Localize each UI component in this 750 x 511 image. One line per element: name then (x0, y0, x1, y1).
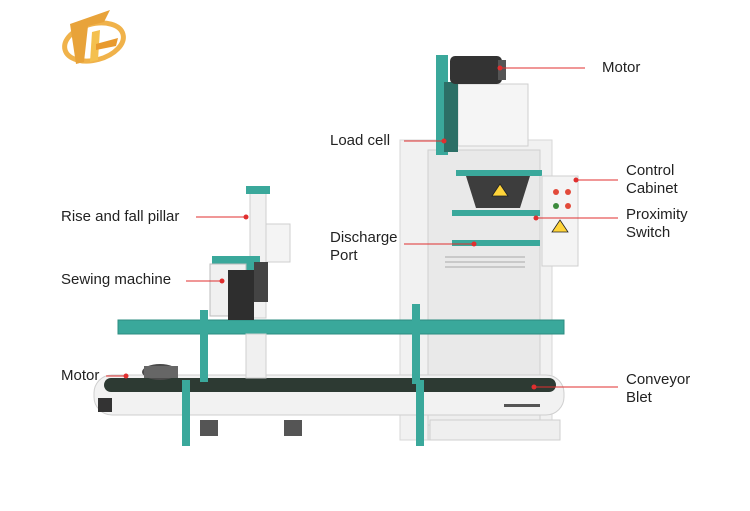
callout-leaders (106, 65, 618, 390)
label-motor-top: Motor (602, 59, 641, 76)
sewing-unit (209, 186, 291, 320)
brand-logo-icon (62, 10, 126, 64)
label-load-cell: Load cell (330, 132, 391, 149)
label-discharge-port-line1: Discharge (330, 229, 398, 246)
label-proximity-switch-line1: Proximity (626, 206, 688, 223)
label-conveyor-belt-line2: Blet (626, 389, 652, 406)
label-sewing-machine: Sewing machine (61, 271, 172, 288)
label-rise-fall-pillar: Rise and fall pillar (61, 208, 180, 225)
label-discharge-port-line2: Port (330, 247, 358, 264)
label-motor-bottom: Motor (61, 367, 100, 384)
conveyor (93, 364, 565, 446)
label-control-cabinet-line2: Cabinet (626, 180, 678, 197)
label-conveyor-belt: Conveyor Blet (626, 371, 690, 407)
label-proximity-switch-line2: Switch (626, 224, 671, 241)
platform-beam (117, 304, 565, 384)
label-discharge-port: Discharge Port (330, 229, 398, 265)
label-conveyor-belt-line1: Conveyor (626, 371, 691, 388)
label-control-cabinet: Control Cabinet (626, 162, 678, 198)
label-proximity-switch: Proximity Switch (626, 206, 688, 242)
label-control-cabinet-line1: Control (626, 162, 675, 179)
